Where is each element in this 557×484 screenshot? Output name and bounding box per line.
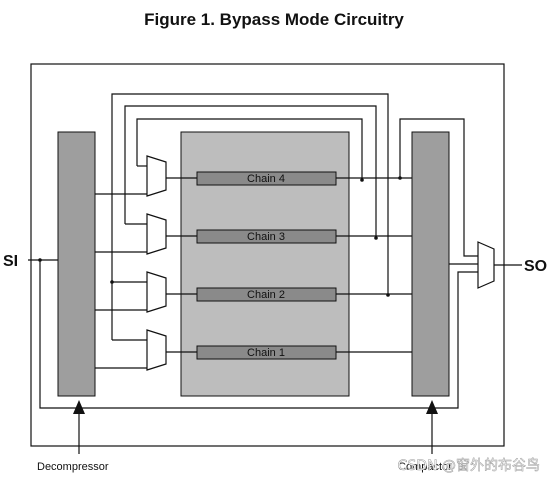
chain-3-label: Chain 3 xyxy=(247,231,285,243)
mux-chain-3 xyxy=(146,213,167,255)
chain-4-label: Chain 4 xyxy=(247,173,285,185)
watermark: CSDN @窗外的布谷鸟 xyxy=(398,457,540,474)
decompressor-arrow xyxy=(73,400,85,414)
chain-1: Chain 1 xyxy=(196,345,337,360)
chain-2-tap xyxy=(386,293,390,297)
wiring xyxy=(28,93,522,454)
mux-chain-1 xyxy=(146,329,167,371)
figure-title: Figure 1. Bypass Mode Circuitry xyxy=(144,10,404,29)
chain-4-tap xyxy=(360,178,364,182)
si-label: SI xyxy=(3,253,18,270)
chain-1-label: Chain 1 xyxy=(247,347,285,359)
compactor-block xyxy=(411,131,450,397)
chain-3: Chain 3 xyxy=(196,229,337,244)
compactor-label: Compactor xyxy=(398,461,452,473)
chain-4-junction xyxy=(398,176,402,180)
chain-3-tap xyxy=(374,236,378,240)
compactor-arrow xyxy=(426,400,438,414)
si-junction xyxy=(38,258,42,262)
chain-2: Chain 2 xyxy=(196,287,337,302)
chain-4: Chain 4 xyxy=(196,171,337,186)
bypass-junction xyxy=(110,280,114,284)
mux-chain-2 xyxy=(146,271,167,313)
decompressor-block xyxy=(57,131,96,397)
so-label: SO xyxy=(524,258,547,275)
output-mux xyxy=(477,241,495,289)
mux-chain-4 xyxy=(146,155,167,197)
chain-2-label: Chain 2 xyxy=(247,289,285,301)
decompressor-label: Decompressor xyxy=(37,461,109,473)
